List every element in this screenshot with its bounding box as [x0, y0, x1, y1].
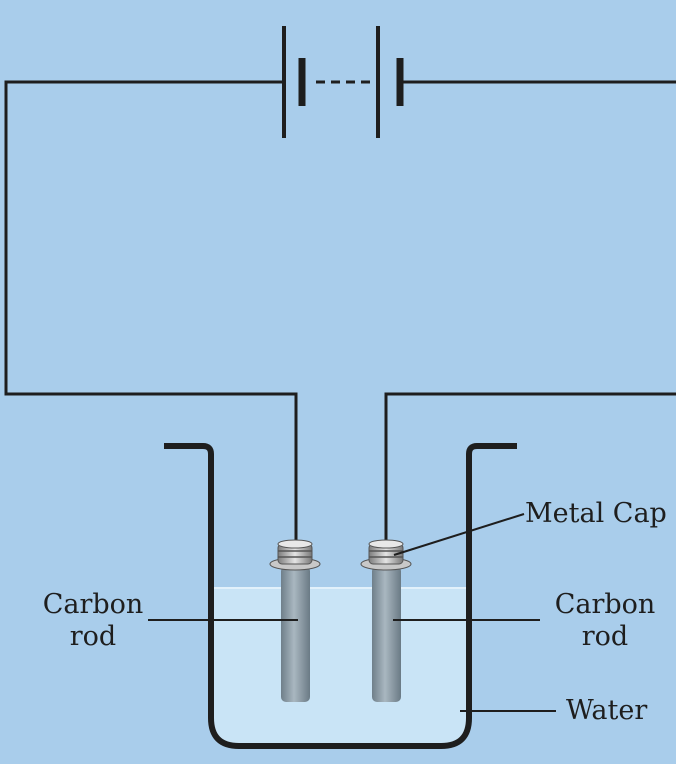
- left-carbon-rod: [281, 566, 310, 702]
- water: [213, 588, 467, 744]
- carbon-rod-left-line2: rod: [69, 621, 117, 652]
- wire-to-right-electrode: [384, 392, 676, 540]
- carbon-rod-right-line2: rod: [581, 621, 629, 652]
- battery-symbol: [282, 26, 404, 138]
- carbon-rod-right-line1: Carbon: [554, 589, 656, 620]
- water-label: Water: [566, 695, 648, 726]
- right-electrode: [360, 539, 412, 702]
- metal-cap-label: Metal Cap: [525, 498, 667, 529]
- wire-left: [4, 80, 298, 540]
- circuit-wire: [4, 80, 676, 540]
- leader-metal-cap: [393, 513, 525, 556]
- carbon-rod-right-label: Carbon rod: [546, 589, 664, 653]
- carbon-rod-left-line1: Carbon: [42, 589, 144, 620]
- right-carbon-rod: [372, 566, 401, 702]
- container: [164, 443, 517, 749]
- left-electrode: [269, 539, 321, 702]
- leader-lines: [148, 513, 556, 712]
- carbon-rod-left-label: Carbon rod: [34, 589, 152, 653]
